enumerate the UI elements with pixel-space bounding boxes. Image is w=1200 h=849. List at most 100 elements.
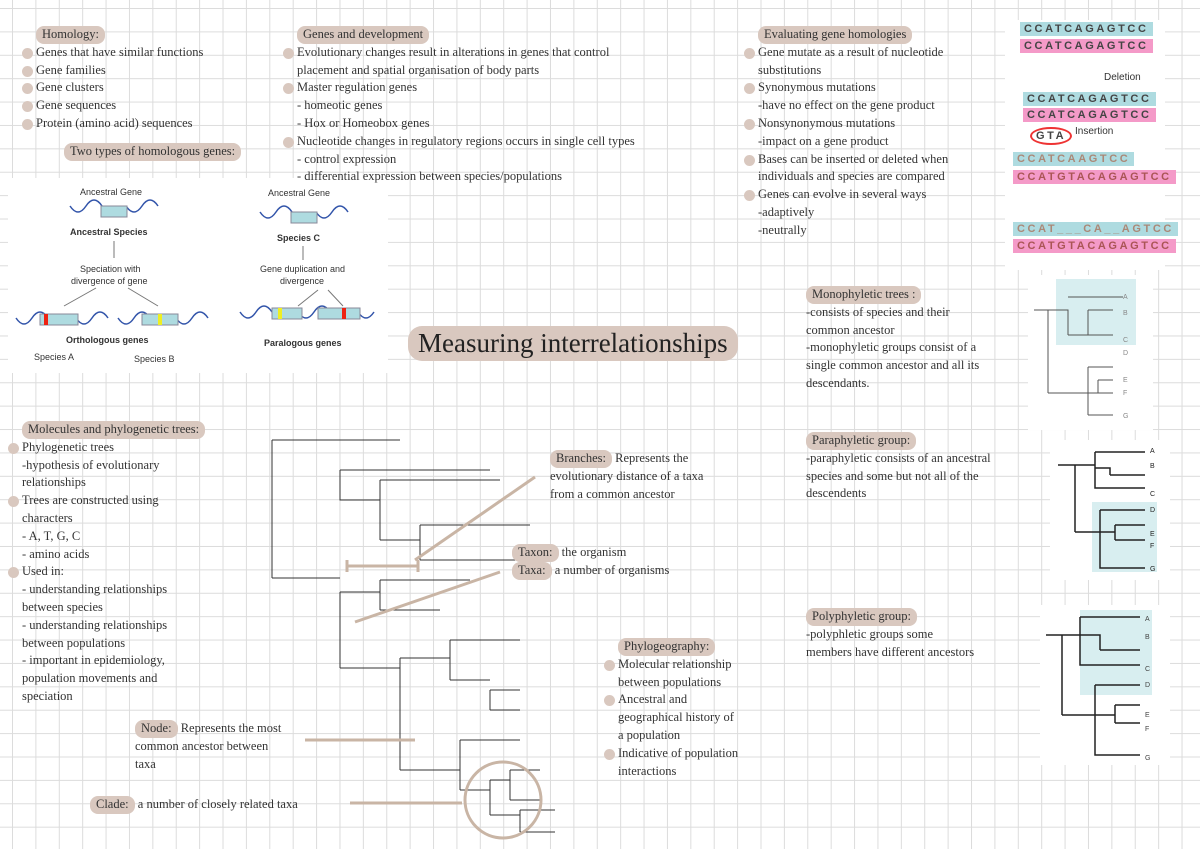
text-line: substitutions [758,62,822,77]
text-line: relationships [22,475,86,490]
text-line: a population [618,727,681,742]
leaf-label: D [1123,350,1128,357]
fig-label: Species C [277,233,321,243]
insertion-label: Insertion [1075,126,1114,137]
homology-section: Homology: Genes that have similar functi… [21,26,242,161]
node-annotation: Node: Represents the most common ancesto… [135,720,281,773]
text-line: characters [22,510,73,525]
text-line: a number of organisms [554,562,670,577]
sequence: CCAT___CA__AGTCC [1013,222,1178,236]
text-line: a number of closely related taxa [137,797,298,811]
fig-label: divergence of gene [71,276,148,286]
branches-annotation: Branches: Represents the evolutionary di… [550,450,703,503]
fig-label: Ancestral Gene [268,188,330,198]
leaf-label: C [1123,337,1128,344]
gta-insertion: GTA [1030,127,1073,145]
text-line: between populations [618,674,722,689]
phylogeography-heading: Phylogeography: [618,638,716,656]
text-line: from a common ancestor [550,486,675,501]
text-line: Represents the [615,451,689,465]
paraphyletic-heading: Paraphyletic group: [806,432,917,450]
leaf-label: B [1145,634,1150,641]
text-line: Ancestral and [603,691,738,709]
text-line: -adaptively [758,204,815,219]
clade-heading: Clade: [90,796,135,814]
text-line: - understanding relationships [22,582,168,597]
text-line: Genes can evolve in several ways [743,186,948,204]
text-line: members have different ancestors [806,644,975,659]
paraphyletic-section: Paraphyletic group: -paraphyletic consis… [806,432,991,503]
text-line: -paraphyletic consists of an ancestral [806,450,991,465]
fig-label: Speciation with [80,264,141,274]
text-line: - Hox or Homeobox genes [297,115,430,130]
text-line: Phylogenetic trees [7,439,205,457]
list-item: Gene families [21,62,241,80]
text-line: taxa [135,756,156,771]
text-line: - amino acids [22,546,90,561]
leaf-label: F [1123,390,1127,397]
fig-label: Ancestral Species [70,227,148,237]
text-line: Nucleotide changes in regulatory regions… [283,133,635,151]
leaf-label: F [1150,543,1154,550]
text-line: -impact on a gene product [758,133,889,148]
monophyletic-heading: Monophyletic trees : [806,286,922,304]
text-line: Molecular relationship [603,656,738,674]
text-line: descendants. [806,375,870,390]
text-line: -neutrally [758,222,807,237]
clade-annotation: Clade: a number of closely related taxa [90,796,298,814]
fig-label: Species A [34,352,74,362]
sequence: CCATCAGAGTCC [1023,108,1156,122]
sequence: CCATGTACAGAGTCC [1013,239,1176,253]
taxon-heading: Taxon: [512,544,559,562]
list-item: Gene sequences [21,97,241,115]
text-line: - understanding relationships [22,617,168,632]
sequence: CCATGTACAGAGTCC [1013,170,1176,184]
leaf-label: B [1150,463,1155,470]
list-item: Gene clusters [21,79,241,97]
sequence: CCATCAAGTCC [1013,152,1135,166]
leaf-label: E [1123,377,1128,384]
node-heading: Node: [135,720,178,738]
leaf-label: C [1145,666,1150,673]
text-line: -polyphletic groups some [806,626,934,641]
molecules-heading: Molecules and phylogenetic trees: [22,421,206,439]
leaf-label: D [1150,507,1155,514]
text-line: common ancestor [806,322,895,337]
text-line: - A, T, G, C [22,528,81,543]
text-line: Bases can be inserted or deleted when [743,151,948,169]
text-line: - homeotic genes [297,98,383,113]
leaf-label: A [1123,294,1128,301]
leaf-label: A [1145,616,1150,623]
text-line: -monophyletic groups consist of a [806,340,977,355]
text-line: -have no effect on the gene product [758,98,935,113]
leaf-label: G [1123,413,1128,420]
sequence: CCATCAGAGTCC [1020,39,1153,53]
leaf-label: F [1145,726,1149,733]
polyphyletic-heading: Polyphyletic group: [806,608,917,626]
phylogeography-section: Phylogeography: Molecular relationship b… [603,638,738,780]
leaf-label: E [1150,531,1155,538]
page-title: Measuring interrelationships [408,326,738,361]
text-line: Represents the most [180,721,282,735]
text-line: population movements and [22,671,158,686]
text-line: - important in epidemiology, [22,653,165,668]
text-line: single common ancestor and all its [806,358,980,373]
text-line: speciation [22,688,73,703]
text-line: interactions [618,763,677,778]
leaf-label: A [1150,448,1155,455]
text-line: individuals and species are compared [758,169,945,184]
fig-label: Orthologous genes [66,335,149,345]
text-line: evolutionary distance of a taxa [550,468,704,483]
taxa-heading: Taxa: [512,561,552,580]
fig-label: Gene duplication and [260,264,345,274]
two-types-heading: Two types of homologous genes: [64,142,242,161]
polyphyletic-section: Polyphyletic group: -polyphletic groups … [806,608,974,661]
fig-label: Species B [134,354,175,364]
text-line: descendents [806,486,867,501]
branches-heading: Branches: [550,450,612,468]
leaf-label: C [1150,491,1155,498]
